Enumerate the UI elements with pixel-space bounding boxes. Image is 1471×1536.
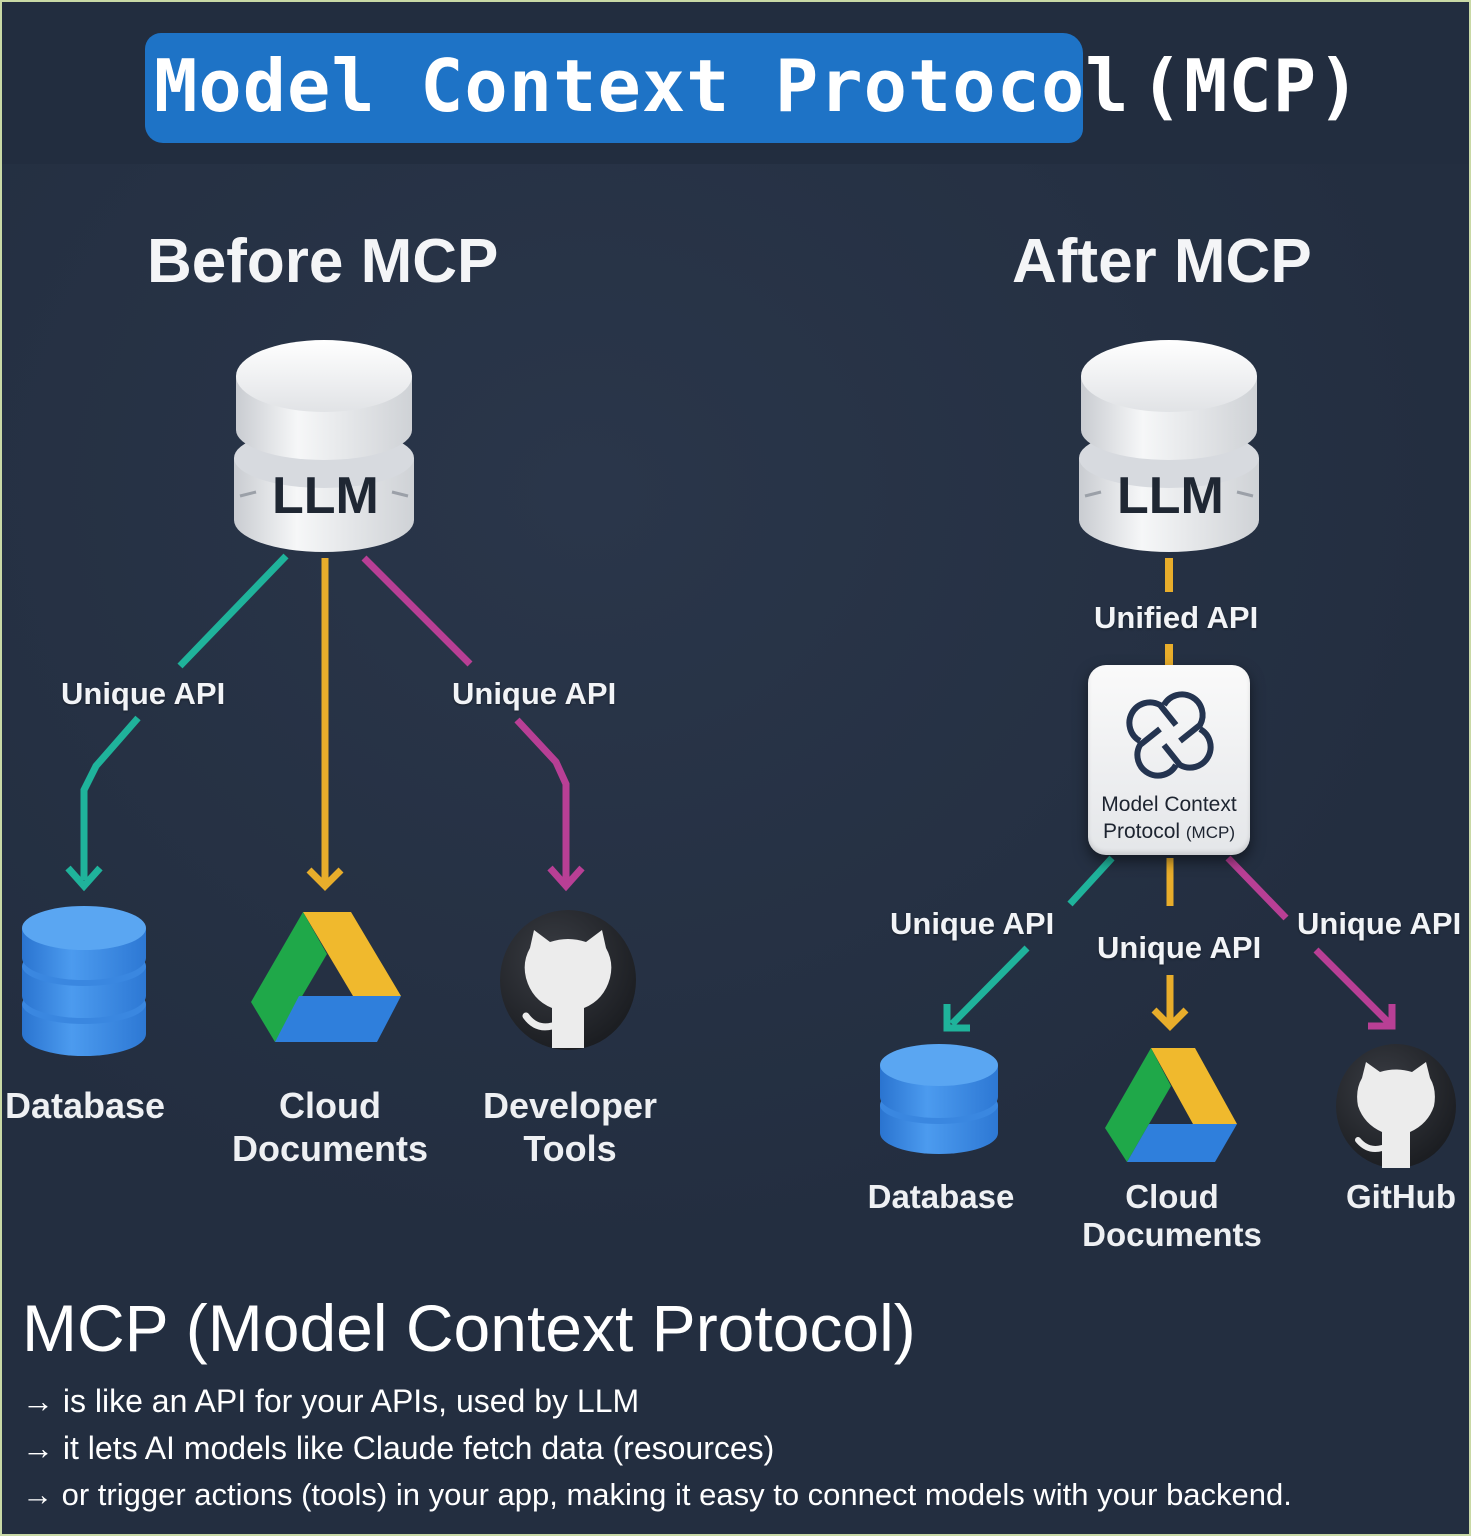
mcp-box-line-2-main: Protocol — [1103, 820, 1181, 843]
after-database-icon — [880, 1044, 998, 1154]
after-wire-database — [943, 855, 1115, 1032]
footer-bullet-1: → is like an API for your APIs, used by … — [22, 1383, 640, 1419]
after-wire-database-line — [1067, 855, 1115, 907]
after-node-github-label: GitHub — [1335, 1178, 1467, 1216]
before-node-database-line: Database — [4, 1085, 166, 1126]
before-wire-cloud — [306, 558, 344, 891]
before-google-drive-icon — [251, 912, 401, 1042]
before-github-icon — [500, 910, 636, 1050]
title-highlight — [145, 33, 1083, 143]
before-node-database-label: Database — [0, 1084, 170, 1127]
after-node-github-line: GitHub — [1346, 1178, 1456, 1215]
after-edge-label-github: Unique API — [1297, 906, 1462, 941]
footer-bullet-3: → or trigger actions (tools) in your app… — [22, 1477, 1292, 1512]
before-node-devtools-line-2: Tools — [523, 1128, 617, 1169]
after-mcp-title: After MCP — [1012, 227, 1312, 296]
page-title-suffix: (MCP) — [1139, 44, 1362, 128]
after-llm-label: LLM — [1117, 467, 1224, 525]
before-wire-devtools-line — [361, 555, 473, 667]
after-wire-database-line-2 — [949, 945, 1030, 1027]
footer-title: MCP (Model Context Protocol) — [22, 1291, 916, 1365]
before-node-devtools-line-1: Developer — [482, 1085, 658, 1126]
before-wire-devtools-line-2 — [514, 717, 570, 882]
unified-api-label: Unified API — [1094, 600, 1259, 635]
mcp-box-label: Model Context Protocol (MCP) — [1088, 791, 1250, 846]
before-wire-devtools — [361, 555, 585, 892]
before-wire-cloud-arrow — [306, 867, 344, 891]
before-wire-database-arrow — [65, 865, 103, 892]
page-title: Model Context Protocol(MCP) — [154, 44, 1361, 128]
before-llm-cylinder-icon — [234, 340, 414, 552]
before-database-icon — [22, 906, 146, 1056]
footer-bullet-2: → it lets AI models like Claude fetch da… — [22, 1430, 775, 1466]
after-google-drive-icon — [1105, 1048, 1237, 1162]
page-title-main: Model Context Protocol — [154, 44, 1130, 128]
before-mcp-title: Before MCP — [147, 227, 499, 296]
before-wire-devtools-arrow — [547, 865, 585, 892]
after-wire-database-arrow — [943, 1004, 970, 1032]
footer — [0, 1264, 1471, 1536]
before-wire-database — [65, 553, 289, 892]
before-node-cloud-line-2: Documents — [231, 1128, 429, 1169]
before-edge-label-devtools: Unique API — [452, 676, 617, 711]
after-edge-label-database: Unique API — [890, 906, 1055, 941]
after-edge-label-cloud: Unique API — [1097, 930, 1262, 965]
after-wire-github-line — [1225, 855, 1289, 921]
mcp-knot-icon — [1126, 691, 1214, 779]
mcp-box-line-1: Model Context — [1101, 793, 1237, 816]
after-node-cloud-line-2: Documents — [1082, 1216, 1262, 1253]
mcp-box-line-2: Protocol (MCP) — [1088, 818, 1250, 846]
mcp-box: Model Context Protocol (MCP) — [1088, 665, 1250, 855]
before-llm-label: LLM — [272, 467, 379, 525]
before-node-cloud-line-1: Cloud — [279, 1085, 381, 1126]
after-wire-github-line-2 — [1313, 947, 1393, 1027]
after-github-icon — [1336, 1044, 1456, 1168]
before-wire-database-line-2 — [80, 715, 141, 880]
after-wire-github — [1225, 855, 1396, 1030]
after-wire-github-arrow — [1368, 1004, 1396, 1030]
after-node-database-line: Database — [867, 1178, 1015, 1215]
after-wire-cloud-arrow — [1151, 1007, 1189, 1031]
before-edge-label-database: Unique API — [61, 676, 226, 711]
after-node-cloud-line-1: Cloud — [1125, 1178, 1219, 1215]
mcp-box-line-2-small: (MCP) — [1185, 823, 1235, 842]
after-wire-cloud — [1151, 858, 1189, 1031]
after-node-database-label: Database — [860, 1178, 1022, 1216]
before-wire-database-line — [177, 553, 289, 669]
after-llm-cylinder-icon — [1079, 340, 1259, 552]
